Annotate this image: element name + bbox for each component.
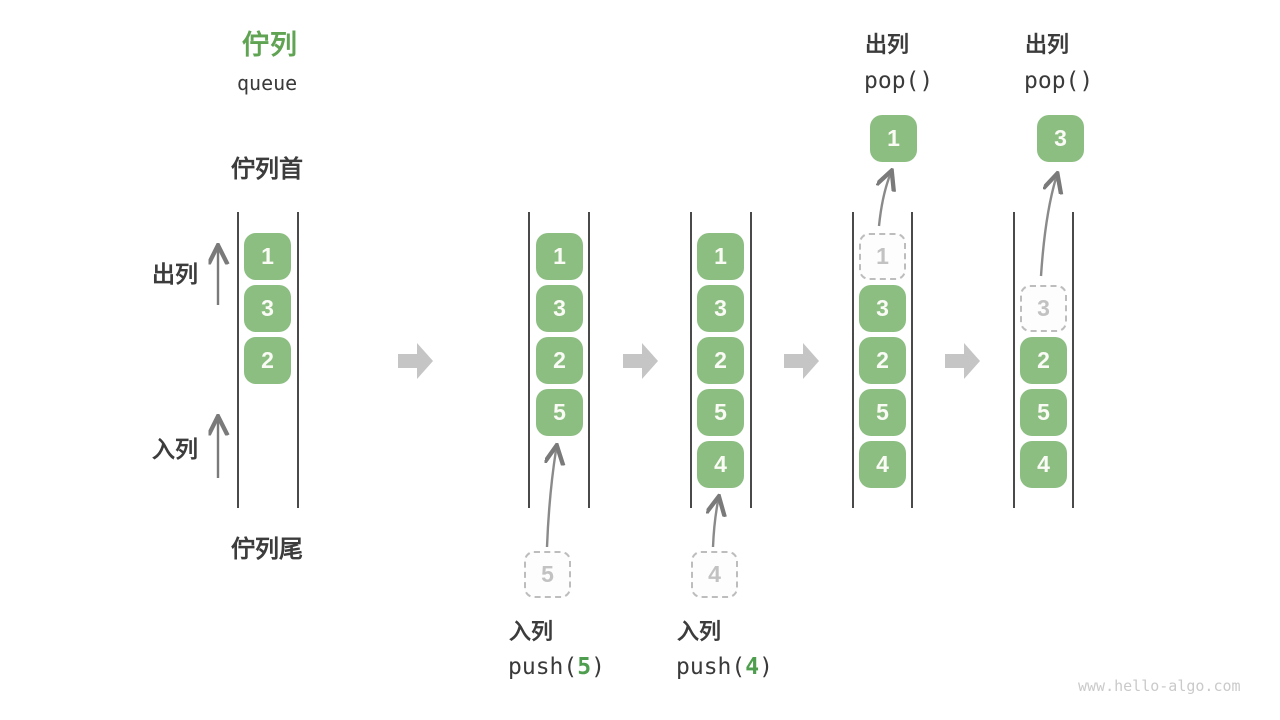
rail-line [1072, 212, 1074, 508]
enqueue-side-label: 入列 [152, 436, 198, 462]
push4-fn: push( [676, 654, 746, 680]
queue-cell: 3 [859, 285, 906, 332]
queue-cell: 3 [536, 285, 583, 332]
queue-cell: 5 [859, 389, 906, 436]
pop2-action-label: 出列 [1025, 32, 1070, 57]
queue-cell: 4 [859, 441, 906, 488]
rail-line [750, 212, 752, 508]
push5-close: ) [591, 654, 605, 680]
push5-code: push(5) [508, 656, 605, 679]
queue-cell: 4 [1020, 441, 1067, 488]
push4-code: push(4) [676, 656, 773, 679]
rail-line [852, 212, 854, 508]
queue-state-5: 3 2 5 4 [1013, 212, 1074, 508]
queue-front-label: 佇列首 [231, 156, 303, 183]
queue-cell-removed: 3 [1020, 285, 1067, 332]
state-transition-arrow-2-icon [623, 343, 658, 379]
queue-cell: 2 [859, 337, 906, 384]
watermark: www.hello-algo.com [1078, 677, 1241, 695]
queue-cell: 5 [536, 389, 583, 436]
queue-rear-label: 佇列尾 [231, 536, 303, 563]
rail-line [588, 212, 590, 508]
pop2-code: pop() [1024, 68, 1094, 94]
push5-arg: 5 [577, 654, 592, 680]
pop1-action-label: 出列 [865, 32, 910, 57]
queue-cell: 2 [697, 337, 744, 384]
state-transition-arrow-3-icon [784, 343, 819, 379]
queue-cell: 2 [244, 337, 291, 384]
queue-cell: 2 [1020, 337, 1067, 384]
state-transition-arrow-4-icon [945, 343, 980, 379]
push5-action-label: 入列 [509, 619, 554, 644]
queue-state-2: 1 3 2 5 [528, 212, 590, 508]
dequeue-side-label: 出列 [152, 261, 198, 287]
queue-cell: 2 [536, 337, 583, 384]
popped-value-box: 1 [870, 115, 917, 162]
rail-line [528, 212, 530, 508]
queue-cell: 5 [697, 389, 744, 436]
push4-action-label: 入列 [677, 619, 722, 644]
staged-value-box: 5 [524, 551, 571, 598]
queue-state-3: 1 3 2 5 4 [690, 212, 752, 508]
page-title: 佇列 [242, 30, 298, 60]
page-subtitle: queue [237, 71, 298, 95]
rail-line [1013, 212, 1015, 508]
queue-cell: 1 [697, 233, 744, 280]
rail-line [237, 212, 239, 508]
push4-close: ) [759, 654, 773, 680]
queue-cell: 3 [244, 285, 291, 332]
rail-line [690, 212, 692, 508]
push5-fn: push( [508, 654, 578, 680]
queue-cell: 1 [536, 233, 583, 280]
queue-cell: 3 [697, 285, 744, 332]
state-transition-arrow-1-icon [398, 343, 433, 379]
queue-state-1: 1 3 2 [237, 212, 299, 508]
staged-value-box: 4 [691, 551, 738, 598]
queue-cell: 4 [697, 441, 744, 488]
popped-value-box: 3 [1037, 115, 1084, 162]
push4-arg: 4 [745, 654, 760, 680]
queue-cell-removed: 1 [859, 233, 906, 280]
queue-cell: 1 [244, 233, 291, 280]
queue-state-4: 1 3 2 5 4 [852, 212, 913, 508]
rail-line [911, 212, 913, 508]
pop1-code: pop() [864, 68, 934, 94]
queue-cell: 5 [1020, 389, 1067, 436]
rail-line [297, 212, 299, 508]
